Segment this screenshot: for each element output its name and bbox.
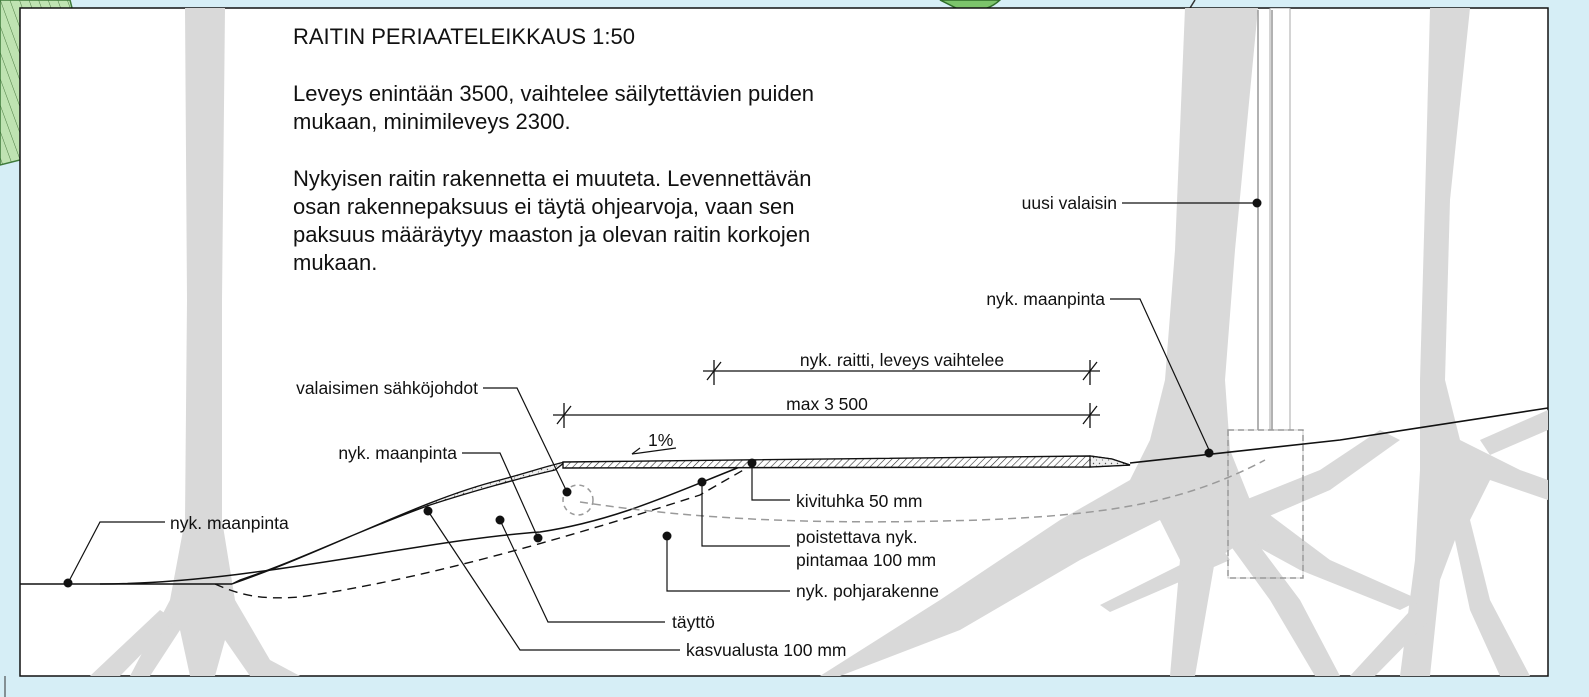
cable-line xyxy=(579,459,1266,523)
label-poistettava-2: pintamaa 100 mm xyxy=(796,550,936,570)
label-nyk-maanpinta-left: nyk. maanpinta xyxy=(170,513,289,533)
tree-left xyxy=(90,8,300,676)
note-line-2: osan rakennepaksuus ei täytä ohjearvoja,… xyxy=(293,194,794,219)
slope-indicator xyxy=(631,447,677,455)
growing-medium-layer xyxy=(231,461,566,585)
label-tayttö: täyttö xyxy=(672,612,715,632)
note-line-3: paksuus määräytyy maaston ja olevan rait… xyxy=(293,222,810,247)
dimension-raitti-label: nyk. raitti, leveys vaihtelee xyxy=(800,350,1004,370)
cable-conduit xyxy=(562,484,594,516)
dimension-max-label: max 3 500 xyxy=(786,394,868,414)
label-kivituhka: kivituhka 50 mm xyxy=(796,491,922,511)
leader-lines xyxy=(67,202,1257,651)
label-nyk-pohjarakenne: nyk. pohjarakenne xyxy=(796,581,939,601)
lamp-post xyxy=(1227,10,1304,579)
label-valaisimen-sahkojohdot: valaisimen sähköjohdot xyxy=(296,378,478,398)
label-kasvualusta: kasvualusta 100 mm xyxy=(686,640,847,660)
description-line-1: Leveys enintään 3500, vaihtelee säilytet… xyxy=(293,81,814,106)
drawing-title: RAITIN PERIAATELEIKKAUS 1:50 xyxy=(293,24,635,49)
existing-ground-curve xyxy=(99,462,751,585)
description-line-2: mukaan, minimileveys 2300. xyxy=(293,109,571,134)
existing-base-dashed xyxy=(214,464,753,599)
note-line-4: mukaan. xyxy=(293,250,377,275)
leader-dots xyxy=(63,198,1262,588)
note-line-1: Nykyisen raitin rakennetta ei muuteta. L… xyxy=(293,166,812,191)
label-uusi-valaisin: uusi valaisin xyxy=(1022,193,1117,213)
tree-far-right xyxy=(1350,8,1548,676)
label-poistettava-1: poistettava nyk. xyxy=(796,527,918,547)
tree-right xyxy=(820,8,1420,676)
label-nyk-maanpinta-mid: nyk. maanpinta xyxy=(338,443,457,463)
dimension-lines xyxy=(553,360,1100,428)
label-nyk-maanpinta-right: nyk. maanpinta xyxy=(986,289,1105,309)
slope-label: 1% xyxy=(648,430,673,450)
